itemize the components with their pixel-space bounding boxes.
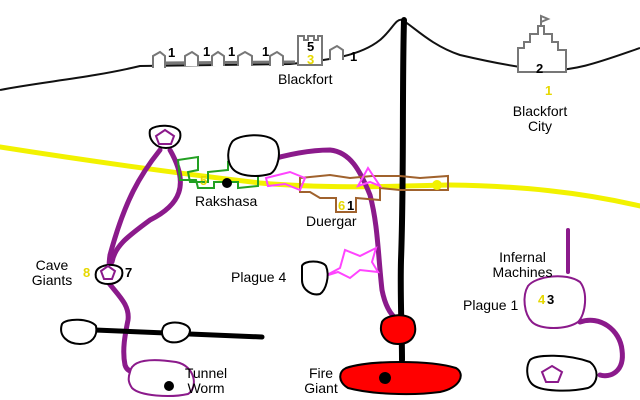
cave-rakshasa-upper (227, 134, 280, 177)
number-cave-giants: 7 (125, 265, 133, 280)
label-cave-giants-line1: Cave (35, 257, 69, 273)
cave-west-mid (161, 321, 192, 344)
label-blackfort-city-line2: City (527, 118, 553, 134)
number-surface-1d: 1 (262, 44, 270, 59)
number-rakshasa-yellow: 5 (200, 173, 208, 188)
number-duergar: 1 (347, 198, 355, 213)
label-fire-giant-line1: Fire (308, 365, 334, 381)
pentagon-west-top (154, 128, 176, 145)
label-plague-4: Plague 4 (231, 269, 287, 285)
label-tunnel-worm-line2: Worm (187, 380, 225, 396)
number-duergar-yellow: 6 (338, 198, 346, 213)
label-blackfort: Blackfort (278, 71, 333, 87)
label-fire-giant-line2: Giant (304, 380, 338, 396)
hut-3 (211, 50, 225, 66)
hut-4 (237, 50, 253, 66)
fire-giant-dot (379, 372, 391, 384)
label-cave-giants-line2: Giants (31, 272, 73, 288)
label-plague-1: Plague 1 (463, 297, 519, 313)
hut-2 (184, 50, 199, 66)
number-surface-1c: 1 (228, 44, 236, 59)
label-infernal-machines-line1: Infernal (499, 249, 546, 265)
label-infernal-machines: Infernal Machines (485, 250, 560, 280)
pink-arrow (355, 166, 383, 189)
pink-connector (264, 170, 307, 192)
hut-1 (152, 50, 166, 68)
city-flag (540, 14, 551, 26)
brown-path (299, 173, 449, 213)
blackfort-city-castle (517, 25, 567, 73)
fire-giant-lair (339, 361, 462, 396)
number-city-yellow: 1 (545, 83, 553, 98)
number-blackfort-tower: 5 (307, 39, 315, 54)
brown-path-yellow-dot (432, 180, 442, 190)
number-plague1: 3 (547, 292, 555, 307)
surface-buildings (152, 25, 567, 73)
purple-tunnel-central (259, 147, 401, 323)
cave-tunnel-worm (127, 359, 195, 397)
number-blackfort-tower-yellow: 3 (307, 52, 315, 67)
blackfort-tower (297, 35, 323, 66)
yellow-road (0, 144, 640, 209)
label-rakshasa: Rakshasa (195, 193, 258, 209)
label-tunnel-worm-line1: Tunnel (184, 365, 228, 381)
pentagon-east-bottom (540, 364, 564, 383)
cave-west-low (60, 318, 98, 346)
label-infernal-machines-line2: Machines (492, 264, 553, 280)
label-duergar: Duergar (306, 213, 357, 229)
label-blackfort-city-line1: Blackfort (512, 103, 568, 119)
tunnel-worm-dot (164, 381, 174, 391)
cave-plague1 (523, 275, 586, 329)
purple-tunnel-east (577, 317, 625, 379)
pentagon-cave-giants (99, 264, 117, 280)
label-fire-giant: Fire Giant (298, 366, 344, 396)
label-blackfort-city: Blackfort City (505, 104, 575, 134)
rakshasa-dot (222, 178, 232, 188)
label-cave-giants: Cave Giants (24, 258, 80, 288)
number-plague1-yellow: 4 (538, 292, 546, 307)
number-cave-giants-yellow: 8 (83, 265, 91, 280)
hut-6 (329, 44, 344, 60)
number-surface-1a: 1 (168, 45, 176, 60)
number-surface-1e: 1 (350, 49, 358, 64)
fire-pool-small (380, 314, 417, 346)
number-city: 2 (536, 61, 544, 76)
purple-tunnel-west (105, 147, 163, 375)
hut-5 (269, 50, 284, 66)
label-tunnel-worm: Tunnel Worm (178, 366, 234, 396)
number-surface-1b: 1 (203, 44, 211, 59)
pink-path (324, 246, 380, 280)
cave-plague4 (301, 260, 329, 296)
